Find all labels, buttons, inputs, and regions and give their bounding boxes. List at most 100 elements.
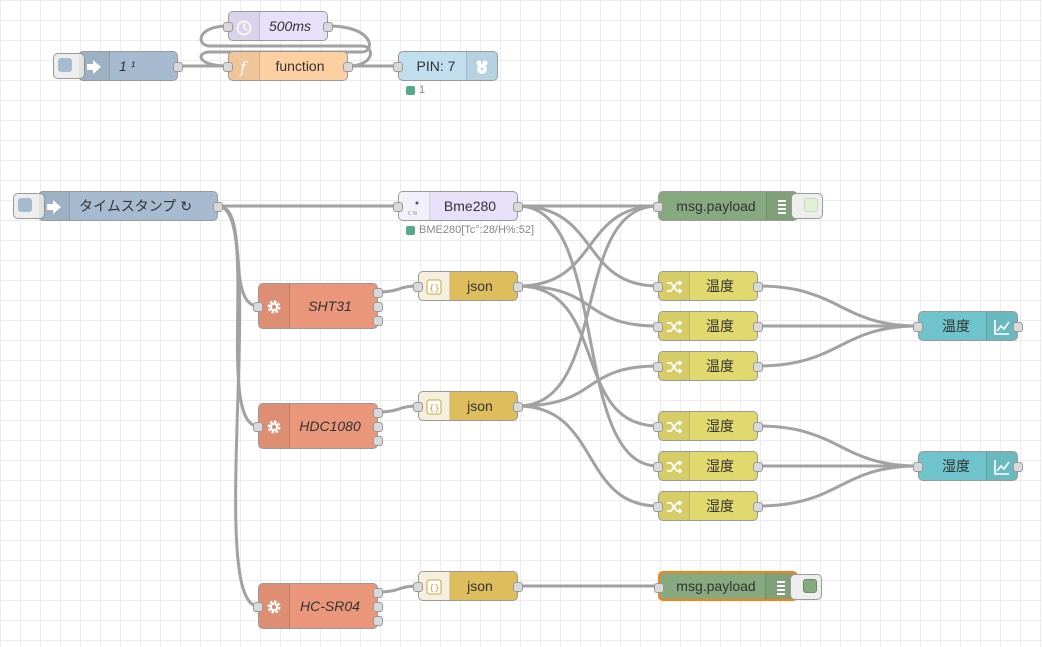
node-label: 温度 <box>706 358 734 374</box>
line-chart-icon <box>986 312 1017 340</box>
hdc1080-node[interactable]: HDC1080 <box>253 403 383 449</box>
line-chart-icon <box>986 452 1017 480</box>
input-port[interactable] <box>654 583 664 593</box>
chart-node-temperature[interactable]: 温度 <box>913 311 1023 341</box>
hcsr04-node[interactable]: HC-SR04 <box>253 583 383 629</box>
input-port[interactable] <box>413 282 423 292</box>
node-label: 500ms <box>268 18 312 34</box>
node-label: json <box>467 398 493 414</box>
output-port[interactable] <box>513 282 523 292</box>
inject-node-1[interactable]: 1 ¹ <box>53 51 183 81</box>
debug-toggle-button[interactable] <box>791 193 823 219</box>
output-port[interactable] <box>753 422 763 432</box>
shuffle-icon <box>659 492 690 520</box>
output-port[interactable] <box>753 362 763 372</box>
change-node[interactable]: 湿度 <box>653 411 763 441</box>
json-node-2[interactable]: {} json <box>413 391 523 421</box>
output-port[interactable] <box>373 616 383 626</box>
wire <box>377 404 419 414</box>
output-port[interactable] <box>343 62 353 72</box>
rpi-gpio-out-node[interactable]: PIN: 7 <box>393 51 498 81</box>
input-port[interactable] <box>223 22 233 32</box>
output-port[interactable] <box>753 502 763 512</box>
output-port[interactable] <box>1013 322 1023 332</box>
input-port[interactable] <box>253 302 263 312</box>
output-port[interactable] <box>753 282 763 292</box>
output-port[interactable] <box>513 582 523 592</box>
output-port[interactable] <box>513 202 523 212</box>
input-port[interactable] <box>653 362 663 372</box>
shuffle-icon <box>659 272 690 300</box>
json-braces-icon: {} <box>419 572 450 600</box>
json-braces-icon: {} <box>419 392 450 420</box>
json-braces-icon: {} <box>419 272 450 300</box>
wire <box>517 284 659 428</box>
input-port[interactable] <box>653 462 663 472</box>
json-node-3[interactable]: {} json <box>413 571 523 601</box>
output-port[interactable] <box>373 602 383 612</box>
input-port[interactable] <box>413 402 423 412</box>
node-label: 湿度 <box>706 498 734 514</box>
node-label: msg.payload <box>676 578 756 594</box>
input-port[interactable] <box>253 422 263 432</box>
wire <box>757 464 919 508</box>
input-port[interactable] <box>653 322 663 332</box>
delay-node[interactable]: 500ms <box>223 11 333 41</box>
json-node-1[interactable]: {} json <box>413 271 523 301</box>
wire <box>517 364 659 408</box>
output-port[interactable] <box>213 202 223 212</box>
debug-node-2[interactable]: msg.payload <box>654 571 822 601</box>
wire <box>217 204 259 608</box>
input-port[interactable] <box>653 202 663 212</box>
sht31-node[interactable]: SHT31 <box>253 283 383 329</box>
debug-toggle-button[interactable] <box>790 574 822 600</box>
output-port[interactable] <box>373 436 383 446</box>
svg-text:{}: {} <box>429 584 440 594</box>
node-status: 1 <box>406 84 425 96</box>
wire <box>377 284 419 294</box>
output-port[interactable] <box>373 422 383 432</box>
input-port[interactable] <box>393 62 403 72</box>
status-dot <box>406 225 415 235</box>
inject-button[interactable] <box>53 53 85 79</box>
input-port[interactable] <box>913 462 923 472</box>
input-port[interactable] <box>223 62 233 72</box>
input-port[interactable] <box>653 502 663 512</box>
wire <box>199 24 372 68</box>
input-port[interactable] <box>913 322 923 332</box>
wire <box>517 204 659 288</box>
debug-node-1[interactable]: msg.payload <box>653 191 823 221</box>
output-port[interactable] <box>373 408 383 418</box>
input-port[interactable] <box>653 282 663 292</box>
output-port[interactable] <box>373 302 383 312</box>
bme280-node[interactable]: C N Bme280 <box>393 191 523 221</box>
change-node[interactable]: 温度 <box>653 271 763 301</box>
input-port[interactable] <box>253 602 263 612</box>
output-port[interactable] <box>753 322 763 332</box>
chart-node-humidity[interactable]: 湿度 <box>913 451 1023 481</box>
svg-text:{}: {} <box>429 404 440 414</box>
inject-button[interactable] <box>13 193 45 219</box>
output-port[interactable] <box>173 62 183 72</box>
change-node[interactable]: 湿度 <box>653 491 763 521</box>
output-port[interactable] <box>1013 462 1023 472</box>
input-port[interactable] <box>393 202 403 212</box>
output-port[interactable] <box>323 22 333 32</box>
output-port[interactable] <box>373 288 383 298</box>
input-port[interactable] <box>653 422 663 432</box>
input-port[interactable] <box>413 582 423 592</box>
output-port[interactable] <box>753 462 763 472</box>
function-node[interactable]: f function <box>223 51 353 81</box>
inject-node-timestamp[interactable]: タイムスタンプ ↻ <box>13 191 223 221</box>
change-node[interactable]: 湿度 <box>653 451 763 481</box>
inject-button-square <box>58 58 72 72</box>
shuffle-icon <box>659 452 690 480</box>
status-dot <box>406 85 415 95</box>
change-node[interactable]: 温度 <box>653 351 763 381</box>
change-node[interactable]: 温度 <box>653 311 763 341</box>
output-port[interactable] <box>373 588 383 598</box>
output-port[interactable] <box>513 402 523 412</box>
output-port[interactable] <box>373 316 383 326</box>
status-text: 1 <box>419 84 426 96</box>
